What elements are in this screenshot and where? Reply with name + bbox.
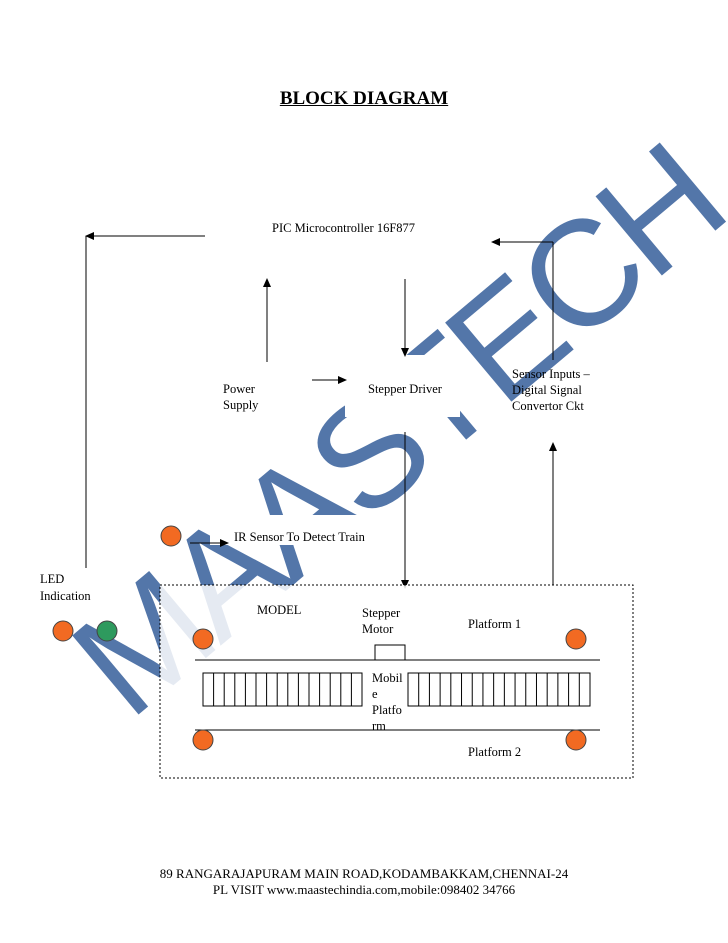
platform-2-label: Platform 2 <box>468 745 522 759</box>
stepper-motor-label-2: Motor <box>362 622 394 636</box>
footer-contact: PL VISIT www.maastechindia.com,mobile:09… <box>212 882 516 897</box>
ir-sensor-box <box>210 515 405 545</box>
sensor-inputs-label-1: Sensor Inputs – <box>512 367 590 381</box>
footer-address: 89 RANGARAJAPURAM MAIN ROAD,KODAMBAKKAM,… <box>159 866 569 881</box>
power-supply-label-2: Supply <box>223 398 259 412</box>
model-label: MODEL <box>257 603 302 617</box>
ir-sensor-led-icon <box>160 525 182 547</box>
sleeper-left-outline <box>202 672 363 707</box>
stepper-driver-box <box>345 355 460 417</box>
sensor-inputs-label-2: Digital Signal <box>512 383 582 397</box>
stepper-motor-box <box>374 644 406 661</box>
stepper-motor-label-1: Stepper <box>362 606 401 620</box>
led-indication-label-1: LED <box>40 572 65 586</box>
sensor-top-left-icon <box>192 628 214 650</box>
track-sleepers-right <box>407 672 591 707</box>
stepper-driver-label: Stepper Driver <box>368 382 442 396</box>
led-orange-icon <box>52 620 74 642</box>
track-sleepers-left <box>202 672 363 707</box>
mobile-platform-label-2: e <box>372 687 378 701</box>
mobile-platform-label-1: Mobil <box>372 671 403 685</box>
sensor-inputs-label-3: Convertor Ckt <box>512 399 584 413</box>
microcontroller-box <box>205 210 495 256</box>
led-green-icon <box>96 620 118 642</box>
microcontroller-label: PIC Microcontroller 16F877 <box>272 221 416 235</box>
platform-1-label: Platform 1 <box>468 617 522 631</box>
mobile-platform-label-4: rm <box>372 719 386 733</box>
sleeper-right-outline <box>407 672 591 707</box>
sensor-bottom-left-icon <box>192 729 214 751</box>
power-supply-label-1: Power <box>223 382 255 396</box>
led-indication-label-2: Indication <box>40 589 91 603</box>
page-title: BLOCK DIAGRAM <box>279 88 449 109</box>
mobile-platform-label-3: Platfo <box>372 703 402 717</box>
sensor-top-right-icon <box>565 628 587 650</box>
ir-sensor-label: IR Sensor To Detect Train <box>234 530 365 544</box>
sensor-bottom-right-icon <box>565 729 587 751</box>
